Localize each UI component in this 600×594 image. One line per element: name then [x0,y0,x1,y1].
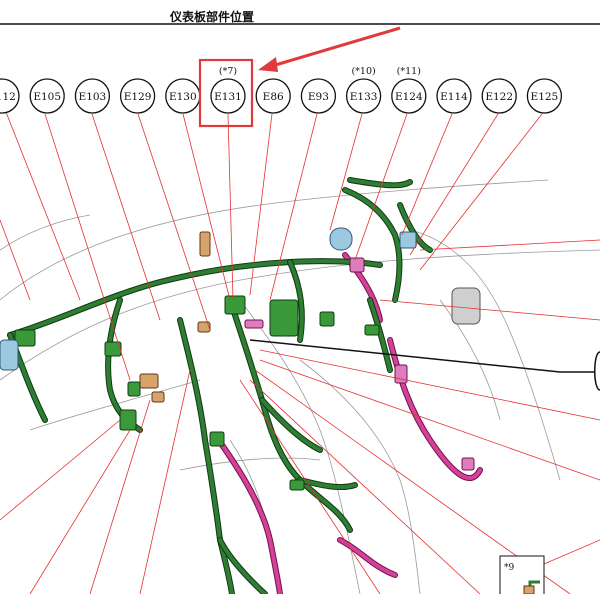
connector-block [197,321,211,333]
connector-block [349,257,365,273]
connector-label: E112 [0,91,16,103]
callout-leader [249,339,600,373]
actuator [329,227,353,251]
connector-block [127,381,141,397]
connector-e129: E129 [119,78,156,114]
green-harness [7,177,433,594]
relay-block [269,299,299,337]
connector-blocks [0,227,481,491]
leader-lines [0,111,600,594]
connector-e130: E130 [165,78,201,114]
connector-block [151,391,165,403]
connector-label: E114 [440,91,468,103]
connector-label: E125 [531,91,559,103]
highlight-box [198,58,254,128]
dashboard-outline [0,179,600,594]
connector-block [139,373,159,389]
inset-box: *9 [499,555,545,594]
connector-e131: E131 (*7) [210,66,246,114]
connector-e103: E103 [74,78,111,114]
connector-block [289,479,305,491]
connector-e125: E125 [526,78,563,114]
connector-circle [436,78,472,114]
highlight-arrow [258,26,401,72]
connector-circle [255,78,291,114]
connector-circle [481,78,517,114]
connector-label: E93 [308,91,329,103]
connector-note: (*11) [397,66,421,77]
connector-label: E86 [263,91,284,103]
connector-e122: E122 [481,78,517,114]
callout-bubble [594,351,600,391]
connector-block [461,457,475,471]
connector-label: E129 [124,91,152,103]
connector-label: E105 [33,91,61,103]
connector-label: E122 [485,91,513,103]
cluster-connector [0,339,19,371]
connector-circle [300,78,337,114]
connector-circle [29,78,65,114]
connector-block [319,311,335,327]
connector-note: (*10) [351,66,375,77]
connector-e105: E105 [29,78,65,114]
connector-e133: E133 (*10) [345,66,382,114]
connector-circle [391,78,427,114]
connector-label: E131 [214,91,242,103]
connector-row: E112 E105 E103 E129 E130 E131 (*7) E86 E93 E133 (*… [0,66,563,114]
connector-circle [345,78,382,114]
connector-label: E130 [169,91,197,103]
connector-e114: E114 [436,78,472,114]
connector-block [244,319,264,329]
connector-circle [526,78,563,114]
bracket [451,287,481,325]
connector-block [199,231,211,257]
connector-block [104,341,122,357]
connector-circle [0,78,20,114]
connector-block [399,231,417,249]
page-title: 仪表板部件位置 [169,9,254,24]
connector-e93: E93 [300,78,337,114]
connector-block [364,324,380,336]
connector-e86: E86 [255,78,291,114]
connector-block [224,295,246,315]
connector-label: E133 [350,91,378,103]
inset-label: *9 [504,563,515,573]
connector-note: (*7) [219,66,237,77]
connector-e124: E124 (*11) [391,66,427,114]
connector-circle [210,78,246,114]
connector-block [209,431,225,447]
connector-label: E103 [79,91,107,103]
connector-circle [119,78,156,114]
connector-label: E124 [395,91,423,103]
connector-block [119,409,137,431]
connector-block [14,329,36,347]
connector-circle [74,78,111,114]
connector-e112: E112 [0,78,20,114]
